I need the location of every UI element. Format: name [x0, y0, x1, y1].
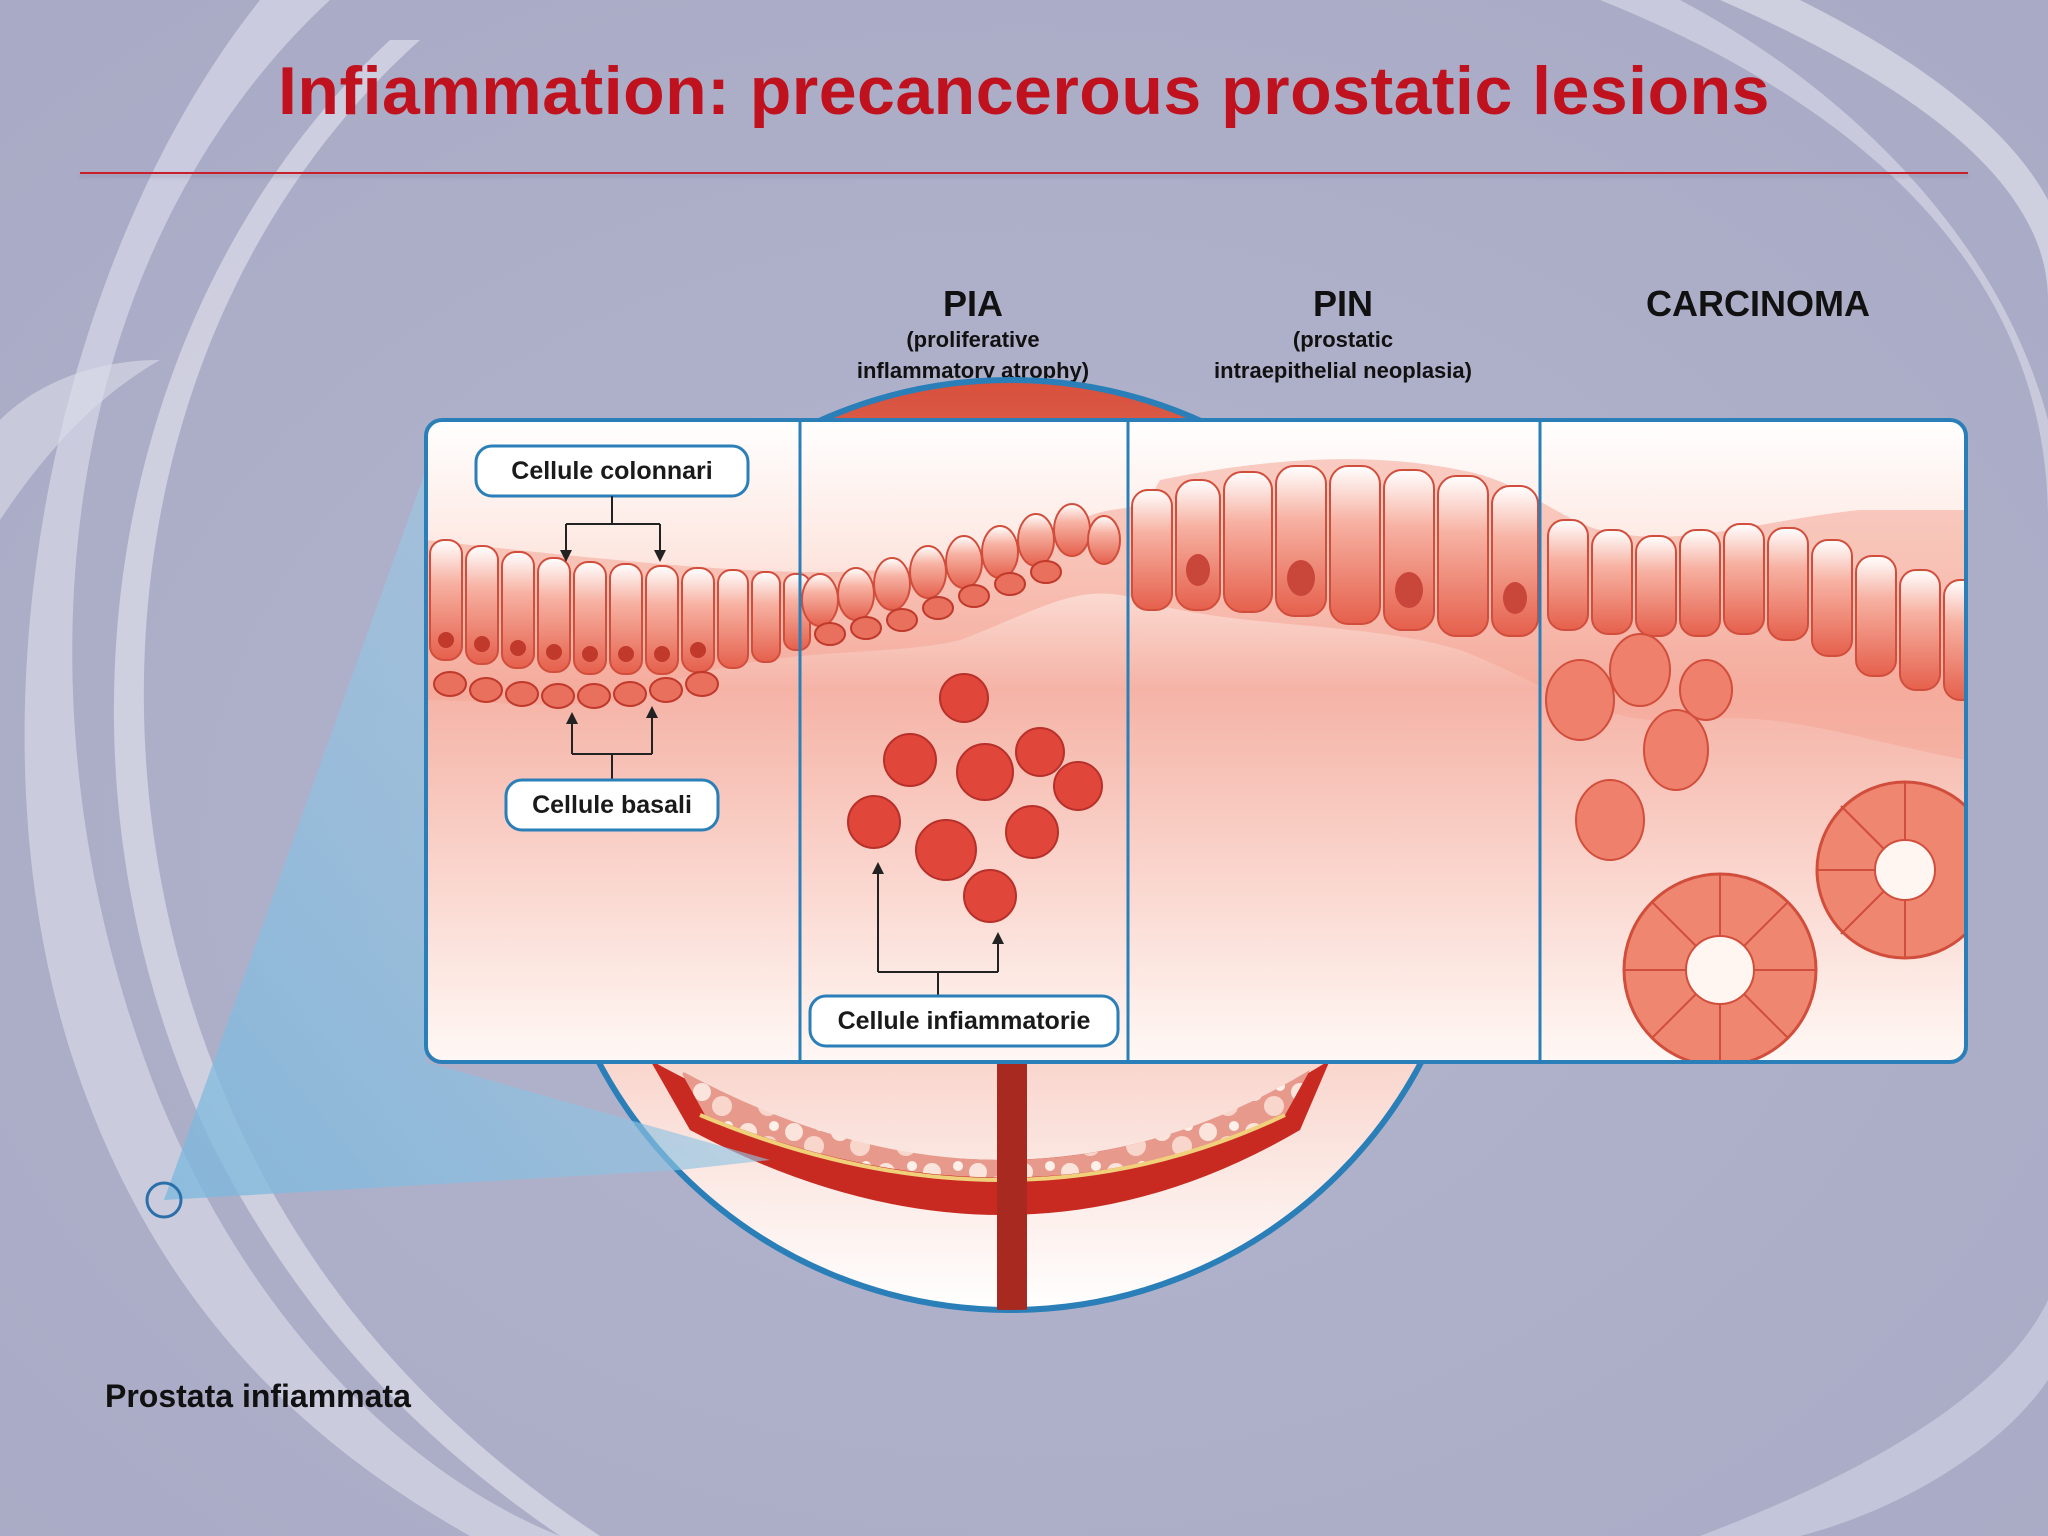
magnifier-spot [145, 1181, 183, 1219]
column-subtitle-line1: (proliferative [906, 327, 1040, 352]
column-title: PIA [942, 283, 1003, 324]
column-heading-carcinoma: CARCINOMA [1608, 284, 1908, 324]
column-title: CARCINOMA [1646, 283, 1870, 324]
column-subtitle-line1: (prostatic [1292, 327, 1394, 352]
slide-title: Infiammation: precancerous prostatic les… [278, 53, 1770, 129]
panel-frame [424, 418, 1968, 1064]
callout-inflammatory-cells: Cellule infiammatorie [808, 862, 1120, 1048]
callout-columnar-cells: Cellule colonnari [474, 444, 750, 562]
callout-basal-cells: Cellule basali [504, 706, 720, 832]
pin-dysplastic-cells [1131, 465, 1539, 637]
callout-label: Cellule infiammatorie [838, 1007, 1091, 1035]
column-subtitle-line2: intraepithelial neoplasia) [1214, 358, 1472, 383]
column-heading-pia: PIA (proliferative inflammatory atrophy) [823, 284, 1123, 386]
tissue-panel [424, 418, 1968, 1064]
inflamed-prostate-label: Prostata infiammata [105, 1378, 411, 1414]
columnar-cells-row [429, 539, 811, 709]
title-divider [80, 172, 1968, 174]
magnifier-beam [164, 470, 770, 1200]
column-title: PIN [1312, 283, 1373, 324]
callout-label: Cellule colonnari [511, 457, 712, 485]
column-heading-pin: PIN (prostatic intraepithelial neoplasia… [1183, 284, 1503, 386]
inflammatory-cells-cluster [847, 673, 1103, 923]
pia-atrophic-cells [801, 503, 1121, 646]
callout-label: Cellule basali [532, 791, 692, 819]
